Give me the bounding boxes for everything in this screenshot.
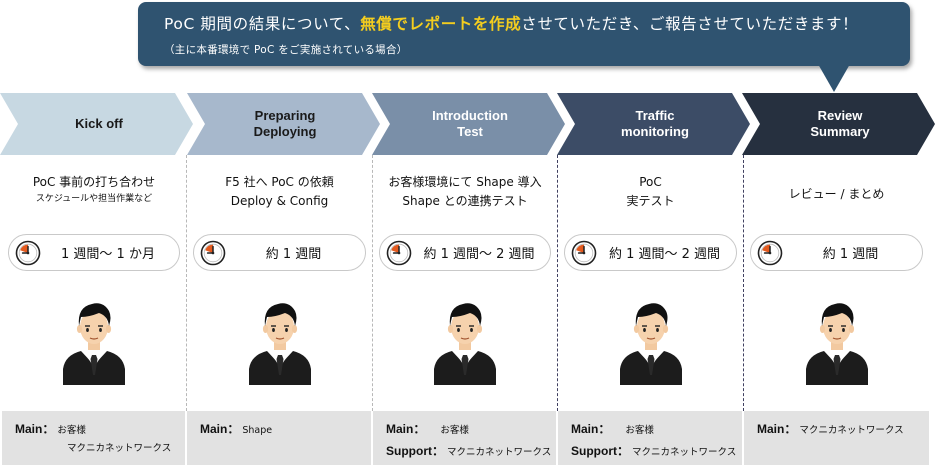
stage-description: F5 社へ PoC の依頼 Deploy & Config	[225, 175, 334, 208]
stage-column-traffic: PoC 実テスト 約 1 週間〜 2 週間	[558, 155, 743, 411]
banner-subtext: （主に本番環境で PoC をご実施されている場合）	[164, 44, 408, 56]
stage-title-kickoff: Kick off	[75, 116, 123, 131]
main-label: Main：	[200, 422, 240, 436]
support-value: マクニカネットワークス	[632, 447, 737, 458]
chevron-traffic	[557, 93, 750, 155]
duration-text: 約 1 週間	[822, 247, 879, 262]
support-label: Support：	[571, 444, 629, 458]
duration-text: 約 1 週間〜 2 週間	[423, 247, 535, 262]
main-label: Main：	[571, 422, 611, 436]
duration-text: 約 1 週間	[265, 247, 322, 262]
banner-headline: PoC 期間の結果について、無償でレポートを作成させていただき、ご報告させていた…	[164, 12, 910, 34]
stage-description: レビュー / まとめ	[788, 187, 885, 201]
banner-highlight: 無償でレポートを作成	[360, 15, 522, 33]
main-value: Shape	[242, 425, 273, 436]
roles-review: Main： マクニカネットワークス	[744, 411, 929, 465]
roles-preparing: Main： Shape	[187, 411, 371, 465]
duration-pill: 約 1 週間	[193, 234, 366, 271]
stage-description: PoC 実テスト	[626, 175, 675, 208]
main-value: お客様	[57, 425, 86, 436]
person-icon	[63, 303, 125, 385]
column-divider	[372, 155, 373, 411]
main-value-secondary: マクニカネットワークス	[67, 443, 172, 454]
main-value: お客様	[440, 425, 469, 436]
stage-column-introduction: お客様環境にて Shape 導入 Shape との連携テスト 約 1 週間〜 2…	[373, 155, 557, 411]
roles-traffic: Main： お客様 Support： マクニカネットワークス	[558, 411, 742, 465]
process-chevrons	[0, 93, 935, 155]
roles-kickoff: Main： お客様 マクニカネットワークス	[2, 411, 185, 465]
stage-column-review: レビュー / まとめ 約 1 週間	[744, 155, 929, 411]
chevron-review	[742, 93, 935, 155]
person-icon	[619, 303, 682, 385]
duration-pill: 約 1 週間〜 2 週間	[564, 234, 737, 271]
support-value: マクニカネットワークス	[447, 447, 552, 458]
duration-pill: 1 週間〜 1 か月	[8, 234, 180, 271]
main-label: Main：	[15, 422, 55, 436]
chevron-kickoff	[0, 93, 193, 155]
report-banner: PoC 期間の結果について、無償でレポートを作成させていただき、ご報告させていた…	[138, 2, 910, 66]
main-value: マクニカネットワークス	[799, 425, 904, 436]
main-label: Main：	[386, 422, 426, 436]
clock-icon	[386, 240, 412, 266]
stage-description: お客様環境にて Shape 導入 Shape との連携テスト	[388, 175, 542, 208]
stage-column-kickoff: PoC 事前の打ち合わせ スケジュールや担当作業など 1 週間〜 1 か月	[2, 155, 186, 411]
stage-description: PoC 事前の打ち合わせ スケジュールや担当作業など	[32, 175, 156, 204]
support-label: Support：	[386, 444, 444, 458]
person-icon	[434, 303, 496, 385]
banner-text-post: させていただき、ご報告させていただきます！	[521, 15, 859, 33]
clock-icon	[15, 240, 41, 266]
duration-text: 約 1 週間〜 2 週間	[608, 247, 721, 262]
stage-column-preparing: F5 社へ PoC の依頼 Deploy & Config 約 1 週間	[187, 155, 372, 411]
main-value: お客様	[625, 425, 654, 436]
main-label: Main：	[757, 422, 797, 436]
roles-introduction: Main： お客様 Support： マクニカネットワークス	[373, 411, 556, 465]
duration-pill: 約 1 週間〜 2 週間	[379, 234, 551, 271]
clock-icon	[200, 240, 226, 266]
column-divider	[743, 155, 744, 411]
duration-pill: 約 1 週間	[750, 234, 923, 271]
person-icon	[805, 303, 868, 385]
duration-text: 1 週間〜 1 か月	[61, 247, 155, 262]
person-icon	[248, 303, 311, 385]
clock-icon	[757, 240, 783, 266]
chevron-preparing	[187, 93, 380, 155]
banner-pointer	[818, 64, 850, 92]
column-divider	[557, 155, 558, 411]
chevron-introduction	[372, 93, 565, 155]
banner-text-pre: PoC 期間の結果について、	[164, 15, 361, 33]
column-divider	[186, 155, 187, 411]
clock-icon	[571, 240, 597, 266]
